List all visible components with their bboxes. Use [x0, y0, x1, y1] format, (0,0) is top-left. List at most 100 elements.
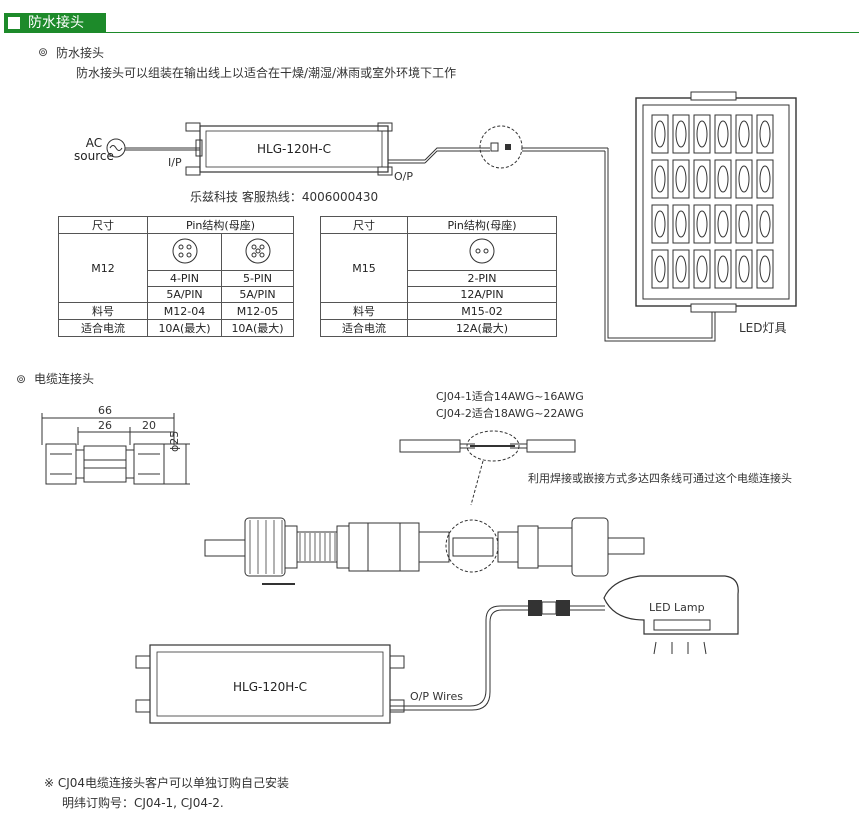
led-lens: [759, 210, 771, 238]
m12-maxcur-4: 10A(最大): [147, 319, 222, 337]
spec-table-m12: 尺寸 Pin结构(母座) M12 4-PIN 5-PIN 5A/PIN 5A/P…: [58, 216, 294, 337]
led-lens: [675, 255, 687, 283]
assembly-body: [348, 522, 420, 572]
led-lens: [654, 255, 666, 283]
dim-nut-left: [45, 443, 77, 485]
led-lamp-label: LED Lamp: [649, 601, 705, 614]
m12-part-label: 料号: [58, 302, 148, 320]
led-lens: [654, 120, 666, 148]
m12-current-4: 5A/PIN: [147, 286, 222, 303]
led-lens: [717, 210, 729, 238]
m12-col-pin: Pin结构(母座): [147, 216, 294, 234]
driver-body-1: [199, 125, 389, 173]
m12-pin-4: 4-PIN: [147, 270, 222, 287]
header-divider: [4, 32, 859, 33]
led-module: [735, 114, 753, 154]
led-lens: [759, 120, 771, 148]
dim-diameter: ϕ25: [168, 430, 181, 452]
m15-pin: 2-PIN: [407, 270, 557, 287]
m12-maxcur-5: 10A(最大): [221, 319, 294, 337]
led-lens: [759, 255, 771, 283]
led-lens: [675, 165, 687, 193]
section-header: 防水接头: [4, 13, 106, 33]
led-module: [693, 114, 711, 154]
assembly-thread-left: [296, 531, 338, 563]
source-label: source: [74, 149, 114, 163]
m15-size: M15: [320, 233, 408, 303]
led-lens: [738, 210, 750, 238]
m15-part: M15-02: [407, 302, 557, 320]
footer-note-2: 明纬订购号：CJ04-1, CJ04-2.: [62, 796, 224, 810]
led-module: [756, 249, 774, 289]
led-module: [756, 204, 774, 244]
led-lens: [696, 165, 708, 193]
led-module: [651, 204, 669, 244]
m15-part-label: 料号: [320, 302, 408, 320]
dim-body: [83, 445, 127, 483]
op-wires-label: O/P Wires: [410, 690, 463, 703]
m12-size: M12: [58, 233, 148, 303]
m12-part-04: M12-04: [147, 302, 222, 320]
led-module: [735, 204, 753, 244]
bullet-icon-2: ⊚: [16, 372, 27, 386]
led-lens: [717, 165, 729, 193]
m12-5pin-diagram: [221, 233, 294, 271]
m15-maxcur-label: 适合电流: [320, 319, 408, 337]
m15-maxcur: 12A(最大): [407, 319, 557, 337]
led-module: [651, 114, 669, 154]
sec1-desc: 防水接头可以组装在输出线上以适合在干燥/潮湿/淋雨或室外环境下工作: [76, 66, 457, 80]
led-module: [693, 249, 711, 289]
cj04-2-spec: CJ04-2适合18AWG~22AWG: [436, 407, 584, 420]
led-lens: [675, 120, 687, 148]
assembly-nut-left: [244, 517, 286, 577]
led-lens: [738, 255, 750, 283]
led-module: [756, 114, 774, 154]
led-module: [672, 114, 690, 154]
led-module: [672, 249, 690, 289]
led-module: [693, 159, 711, 199]
m12-maxcur-label: 适合电流: [58, 319, 148, 337]
led-module: [714, 204, 732, 244]
inline-connector: [528, 600, 542, 616]
led-fixture-label: LED灯具: [739, 321, 787, 335]
m15-col-size: 尺寸: [320, 216, 408, 234]
ac-label: AC: [85, 136, 103, 150]
led-lens: [738, 120, 750, 148]
led-module: [714, 114, 732, 154]
ip-label: I/P: [168, 156, 182, 169]
led-module: [714, 159, 732, 199]
driver-model-label-1: HLG-120H-C: [257, 142, 331, 156]
m12-4pin-diagram: [147, 233, 222, 271]
led-module-grid: [651, 114, 774, 289]
driver-body-2: [149, 644, 391, 724]
assembly-nut-right: [571, 517, 609, 577]
led-lens: [696, 210, 708, 238]
led-module: [672, 204, 690, 244]
header-title: 防水接头: [28, 15, 84, 31]
led-module: [672, 159, 690, 199]
led-module: [735, 249, 753, 289]
led-lens: [654, 165, 666, 193]
led-module: [693, 204, 711, 244]
led-lens: [696, 255, 708, 283]
sec2-title: 电缆连接头: [34, 372, 95, 386]
m15-current: 12A/PIN: [407, 286, 557, 303]
led-lens: [717, 120, 729, 148]
led-module: [651, 249, 669, 289]
m12-pin-5: 5-PIN: [221, 270, 294, 287]
m12-current-5: 5A/PIN: [221, 286, 294, 303]
led-lens: [738, 165, 750, 193]
cj04-1-spec: CJ04-1适合14AWG~16AWG: [436, 390, 584, 403]
led-lens: [654, 210, 666, 238]
led-lens: [759, 165, 771, 193]
ac-source-label: AC source: [74, 137, 114, 163]
connector-callout-circle: [479, 125, 523, 169]
sec1-title: 防水接头: [56, 46, 105, 60]
led-module: [735, 159, 753, 199]
led-module: [756, 159, 774, 199]
led-module: [651, 159, 669, 199]
spec-table-m15: 尺寸 Pin结构(母座) M15 2-PIN 12A/PIN 料号 M15-02…: [320, 216, 557, 337]
splice-callout-ellipse: [466, 430, 520, 462]
dim-left: 26: [98, 419, 112, 432]
bullet-icon: ⊚: [38, 45, 49, 59]
